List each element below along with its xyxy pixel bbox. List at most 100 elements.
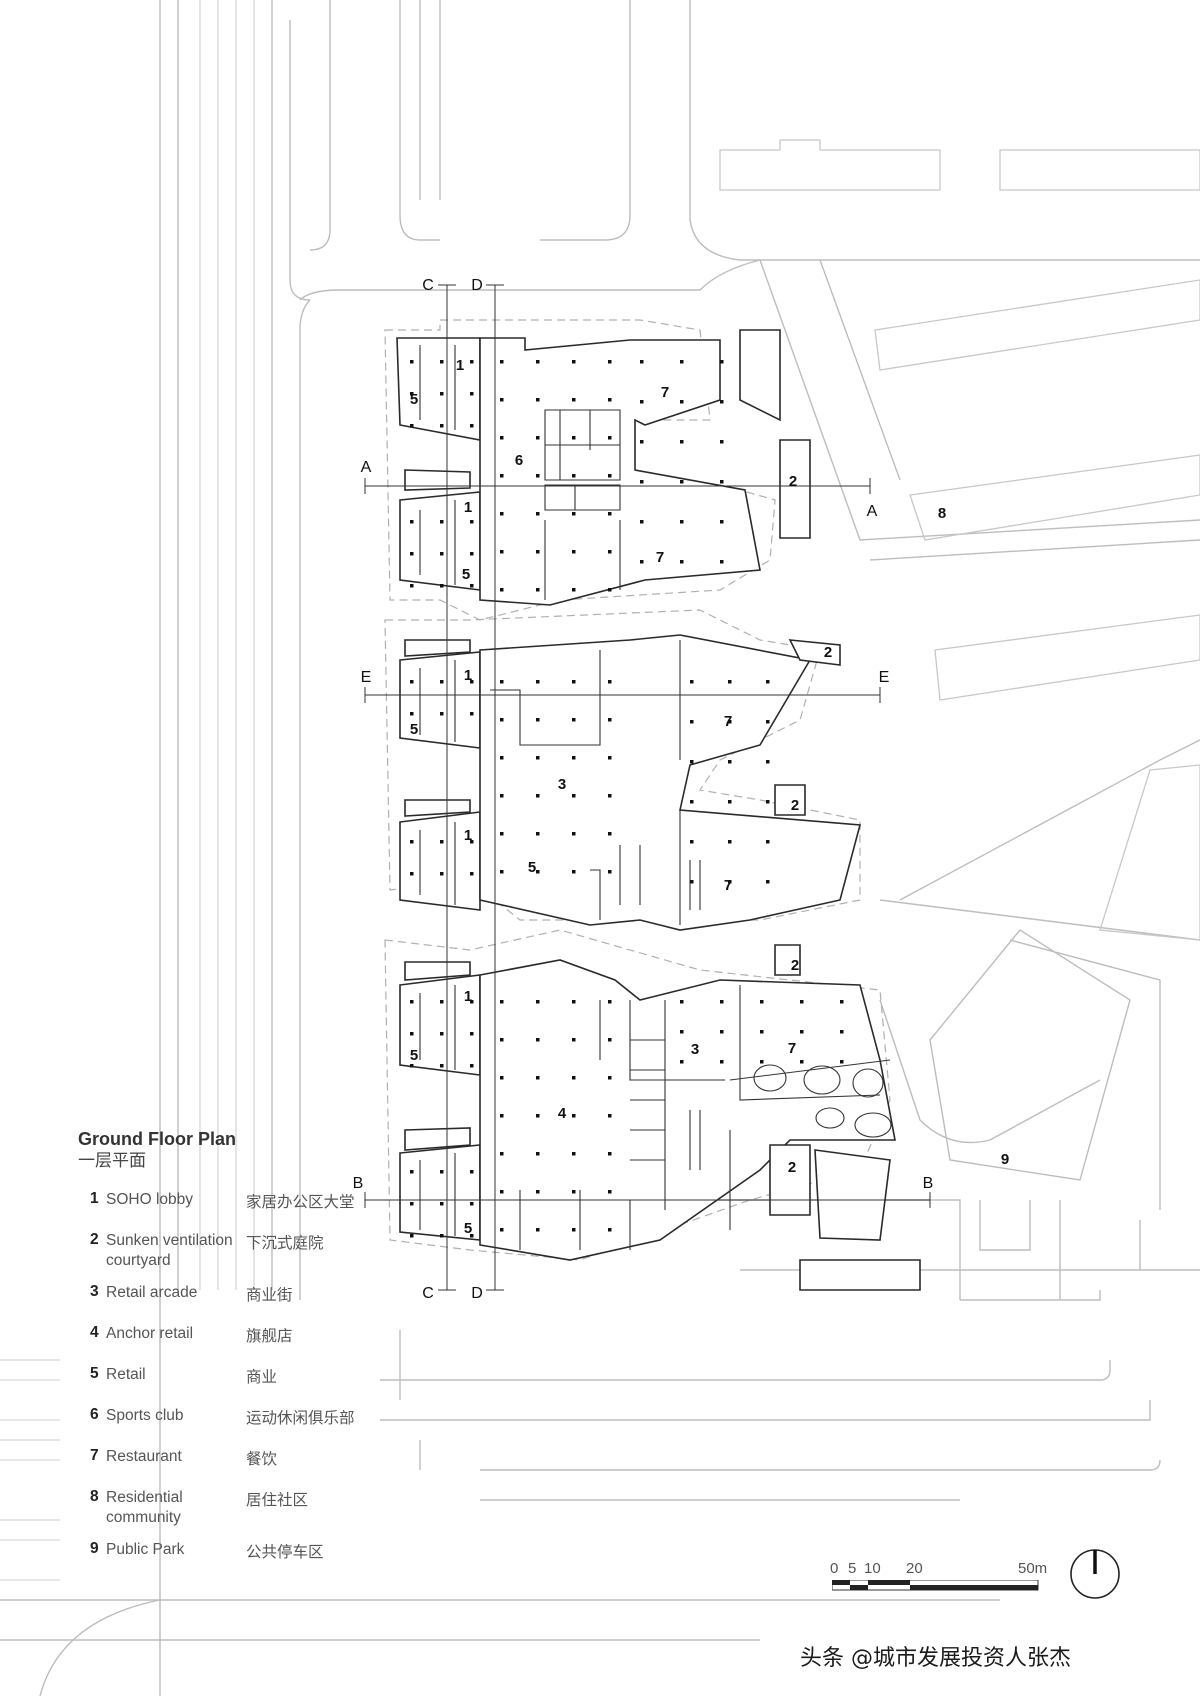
- column-mark: [536, 360, 540, 364]
- neighbour-buildings: [719, 139, 1200, 941]
- column-mark: [500, 550, 504, 554]
- column-mark: [500, 794, 504, 798]
- column-mark: [410, 1000, 414, 1004]
- column-mark: [720, 440, 724, 444]
- column-mark: [680, 480, 684, 484]
- column-mark: [500, 1190, 504, 1194]
- column-mark: [608, 512, 612, 516]
- column-mark: [840, 1000, 844, 1004]
- legend-number: 3: [90, 1283, 99, 1300]
- column-mark: [572, 550, 576, 554]
- zone-label: 2: [789, 473, 797, 490]
- zone-label: 1: [464, 827, 472, 844]
- column-mark: [720, 1000, 724, 1004]
- zone-label: 8: [938, 505, 946, 522]
- column-mark: [720, 360, 724, 364]
- column-mark: [440, 1000, 444, 1004]
- column-mark: [500, 1000, 504, 1004]
- column-mark: [572, 474, 576, 478]
- column-mark: [608, 1190, 612, 1194]
- column-mark: [470, 1170, 474, 1174]
- column-mark: [760, 1060, 764, 1064]
- zone-label: 5: [462, 566, 470, 583]
- section-labels: A A B B C C D D E E: [353, 277, 934, 1302]
- column-mark: [572, 436, 576, 440]
- scale-bar: 0 5 10 20 50m: [830, 1560, 1047, 1591]
- column-mark: [572, 1228, 576, 1232]
- section-b-right-label: B: [923, 1175, 934, 1192]
- column-mark: [470, 1202, 474, 1206]
- column-mark: [410, 520, 414, 524]
- section-a-right-label: A: [867, 503, 878, 520]
- column-mark: [500, 756, 504, 760]
- scale-label-0: 0: [830, 1560, 839, 1577]
- column-mark: [640, 400, 644, 404]
- section-d-top-label: D: [471, 277, 483, 294]
- column-mark: [840, 1060, 844, 1064]
- column-mark: [470, 424, 474, 428]
- column-mark: [470, 520, 474, 524]
- column-mark: [410, 584, 414, 588]
- legend-english: Sunken ventilation courtyard: [106, 1232, 233, 1269]
- zone-label: 9: [1001, 1151, 1009, 1168]
- zone-label: 5: [528, 859, 536, 876]
- column-mark: [728, 880, 732, 884]
- zone-label: 2: [788, 1159, 796, 1176]
- zone-label: 2: [791, 797, 799, 814]
- legend-chinese: 商业街: [246, 1286, 293, 1304]
- column-mark: [470, 1234, 474, 1238]
- column-mark: [470, 360, 474, 364]
- column-mark: [690, 840, 694, 844]
- column-mark: [440, 872, 444, 876]
- column-mark: [500, 398, 504, 402]
- section-e-left-label: E: [361, 669, 372, 686]
- column-mark: [500, 718, 504, 722]
- column-mark: [410, 680, 414, 684]
- column-mark: [410, 872, 414, 876]
- column-mark: [500, 1228, 504, 1232]
- scale-bar-graphic: [832, 1580, 1039, 1591]
- zone-label: 1: [464, 667, 472, 684]
- section-c-bottom-label: C: [422, 1285, 434, 1302]
- column-mark: [536, 1152, 540, 1156]
- zone-label: 1: [456, 357, 464, 374]
- column-mark: [410, 360, 414, 364]
- column-mark: [572, 1190, 576, 1194]
- column-mark: [572, 756, 576, 760]
- structural-columns: [410, 360, 844, 1238]
- column-mark: [440, 584, 444, 588]
- column-mark: [840, 1030, 844, 1034]
- column-mark: [572, 794, 576, 798]
- column-mark: [608, 1038, 612, 1042]
- column-mark: [640, 360, 644, 364]
- column-mark: [608, 1114, 612, 1118]
- column-mark: [572, 588, 576, 592]
- column-mark: [440, 424, 444, 428]
- legend-item: 7 Restaurant 餐饮: [78, 1447, 398, 1488]
- column-mark: [680, 520, 684, 524]
- zone-label: 5: [410, 721, 418, 738]
- column-mark: [608, 718, 612, 722]
- column-mark: [720, 560, 724, 564]
- column-mark: [536, 1114, 540, 1118]
- floor-plates: [396, 329, 921, 1291]
- column-mark: [690, 760, 694, 764]
- plan-title: Ground Floor Plan: [78, 1129, 236, 1149]
- column-mark: [608, 794, 612, 798]
- legend-chinese: 餐饮: [246, 1450, 278, 1468]
- column-mark: [572, 1076, 576, 1080]
- column-mark: [440, 392, 444, 396]
- column-mark: [536, 512, 540, 516]
- column-mark: [500, 1114, 504, 1118]
- column-mark: [536, 474, 540, 478]
- legend-number: 9: [90, 1540, 99, 1557]
- column-mark: [608, 1076, 612, 1080]
- zone-label: 4: [558, 1105, 567, 1122]
- column-mark: [720, 520, 724, 524]
- column-mark: [536, 870, 540, 874]
- column-mark: [608, 398, 612, 402]
- column-mark: [440, 360, 444, 364]
- column-mark: [410, 1202, 414, 1206]
- column-mark: [720, 400, 724, 404]
